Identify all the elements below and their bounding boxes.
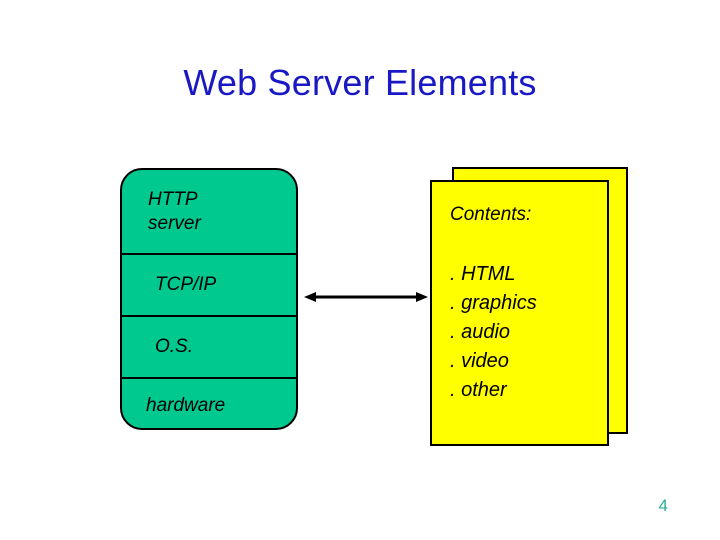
list-item: . HTML <box>450 263 516 285</box>
stack-layer-tcp-ip-label: TCP/IP <box>155 274 217 295</box>
list-item: . video <box>450 350 509 372</box>
page-number: 4 <box>658 496 668 515</box>
stack-layer-os: O.S. <box>122 315 296 377</box>
stack-layer-hardware: hardware <box>122 377 296 428</box>
list-item: . graphics <box>450 292 537 314</box>
page-title: Web Server Elements <box>183 62 537 103</box>
stack-layer-os-label: O.S. <box>155 336 194 357</box>
contents-list: . HTML . graphics . audio . video . othe… <box>450 260 537 405</box>
contents-document-front-page: Contents: . HTML . graphics . audio . vi… <box>430 180 609 446</box>
stack-layer-hardware-label: hardware <box>146 394 226 416</box>
contents-heading: Contents: <box>450 204 532 225</box>
bidirectional-arrow-icon <box>304 292 428 302</box>
list-item: . audio <box>450 321 511 343</box>
list-item: . other <box>450 379 507 401</box>
stack-layer-tcp-ip: TCP/IP <box>122 253 296 315</box>
